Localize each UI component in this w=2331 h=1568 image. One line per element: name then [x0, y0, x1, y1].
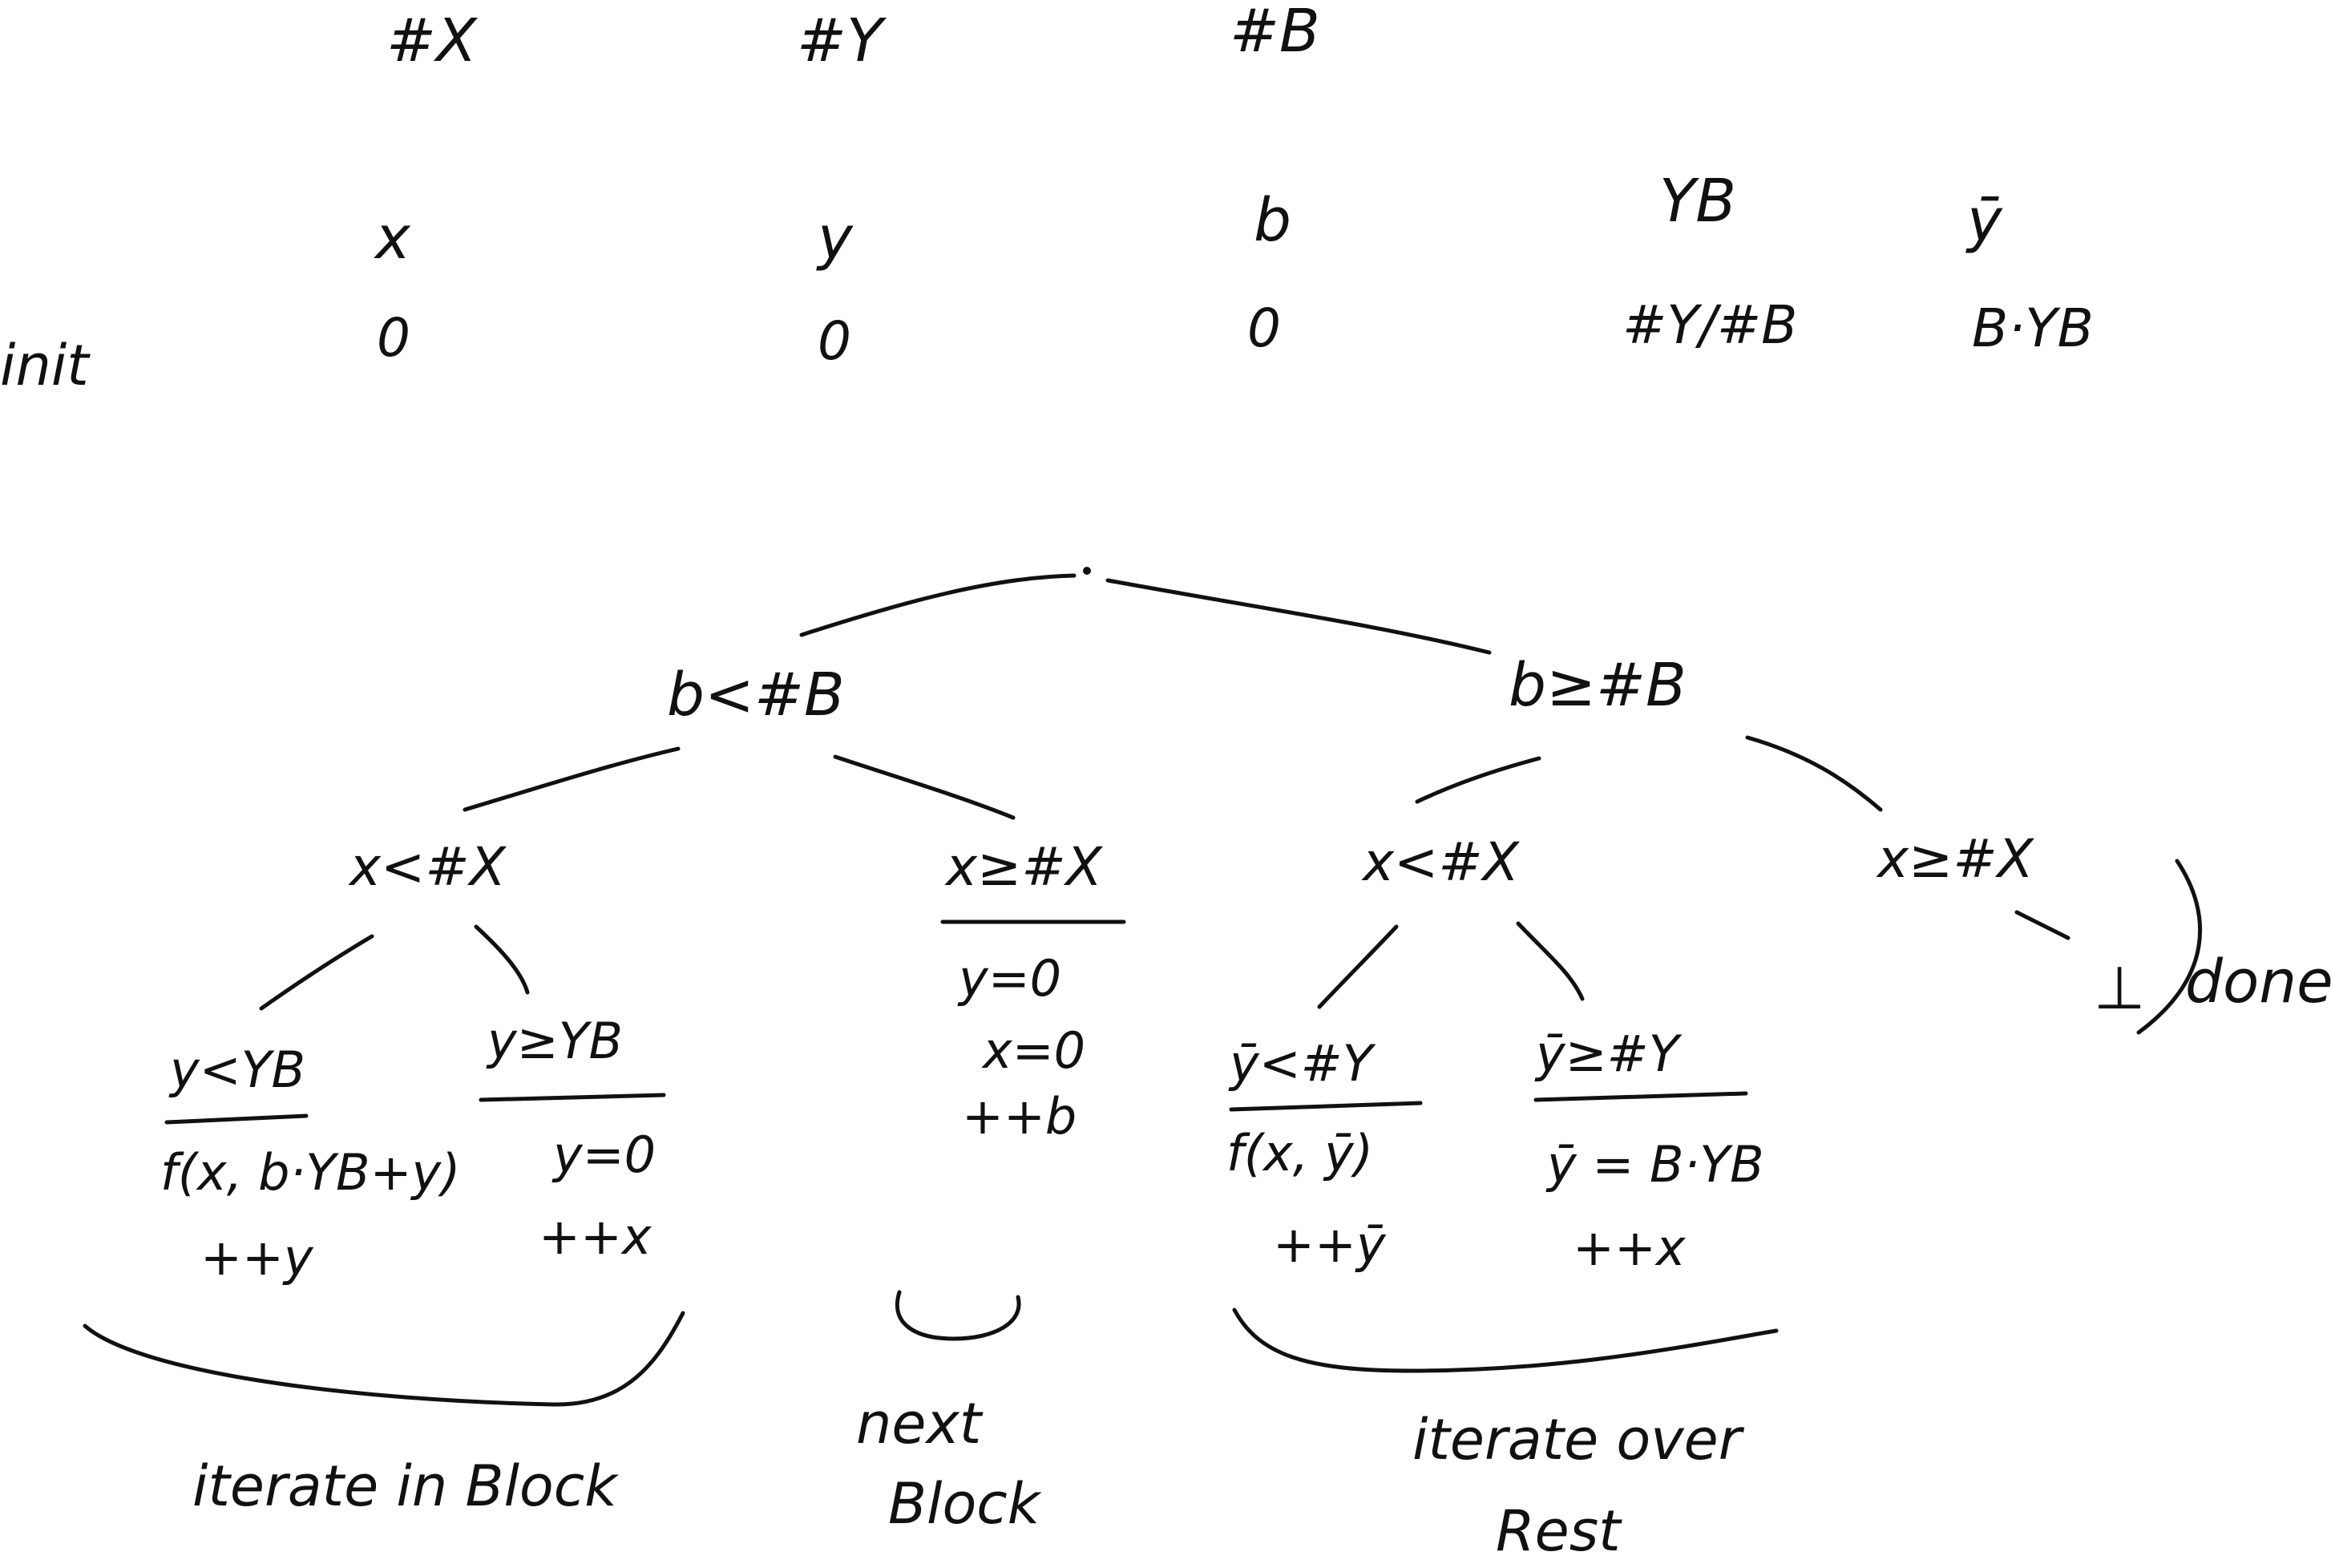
action-reset-y: y=0	[551, 1125, 656, 1184]
action-increment-b: ++b	[962, 1087, 1077, 1146]
action-next-reset-x: x=0	[981, 1021, 1085, 1080]
action-increment-x-right: ++x	[1573, 1218, 1687, 1277]
brace-iterate-over-rest	[1232, 1307, 1779, 1373]
init-y-value: 0	[818, 310, 851, 372]
init-b-value: 0	[1247, 297, 1281, 359]
edge-right-xlt-ybarge	[1516, 921, 1585, 1001]
cond-y-ge-yb: y≥YB	[486, 1012, 623, 1070]
edge-right-xlt-ybarlt	[1317, 924, 1399, 1009]
init-x-value: 0	[377, 307, 410, 369]
done-bracket	[2136, 859, 2203, 1035]
action-increment-ybar: ++ȳ	[1273, 1215, 1387, 1274]
var-ybar-name: ȳ	[1965, 186, 2003, 255]
cond-b-ge-blocks: b≥#B	[1509, 651, 1687, 720]
init-label: init	[0, 333, 91, 398]
edge-xlt-ylt	[259, 934, 374, 1011]
annotation-iterate-over: iterate over	[1412, 1407, 1745, 1473]
cond-right-x-lt: x<#X	[1361, 831, 1521, 893]
underline-ybar-lt	[1229, 1101, 1423, 1112]
annotation-block: Block	[888, 1471, 1042, 1537]
underline-ybar-ge	[1533, 1091, 1748, 1102]
edge-xlt-yge	[474, 924, 530, 995]
count-x-label: #X	[386, 6, 479, 75]
action-reset-ybar: ȳ = B·YB	[1545, 1135, 1764, 1194]
var-b-name: b	[1254, 186, 1291, 255]
brace-iterate-in-block	[83, 1311, 685, 1407]
brace-next-block	[895, 1290, 1021, 1341]
init-ybar-value: B·YB	[1972, 297, 2094, 359]
edge-left-xlt	[463, 746, 681, 812]
cond-ybar-ge-count-y: ȳ≥#Y	[1534, 1024, 1683, 1083]
cond-y-lt-yb: y<YB	[168, 1041, 305, 1099]
edge-root-left	[799, 573, 1077, 637]
edge-right-xge	[1745, 735, 1883, 812]
count-b-label: #B	[1230, 0, 1320, 66]
var-y-name: y	[816, 204, 854, 273]
action-increment-y: ++y	[200, 1228, 314, 1287]
annotation-rest: Rest	[1496, 1498, 1622, 1564]
annotation-iterate-in-block: iterate in Block	[192, 1453, 619, 1519]
terminal-bottom-symbol: ⊥	[2094, 954, 2145, 1023]
cond-ybar-lt-count-y: ȳ<#Y	[1228, 1034, 1376, 1093]
underline-y-ge-yb	[479, 1093, 666, 1102]
cond-left-x-ge: x≥#X	[944, 836, 1104, 898]
edge-root-right	[1105, 578, 1492, 655]
edge-right-xge-terminal	[2014, 910, 2070, 940]
action-increment-x-left: ++x	[539, 1207, 652, 1266]
action-call-f-rest: f(x, ȳ)	[1226, 1124, 1373, 1182]
count-y-label: #Y	[797, 6, 887, 75]
annotation-next: next	[856, 1391, 984, 1457]
action-call-f-block: f(x, b·YB+y)	[160, 1143, 460, 1202]
action-next-reset-y: y=0	[957, 949, 1061, 1008]
cond-b-lt-blocks: b<#B	[667, 661, 845, 729]
init-yb-value: #Y/#B	[1622, 294, 1797, 356]
edge-left-xge	[833, 754, 1016, 820]
var-x-name: x	[374, 204, 411, 273]
tree-root-node	[1083, 567, 1091, 575]
cond-right-x-ge: x≥#X	[1876, 828, 2035, 890]
cond-left-x-lt: x<#X	[348, 836, 507, 898]
var-yb-name: YB	[1659, 167, 1736, 236]
edge-right-xlt	[1415, 756, 1541, 804]
underline-y-lt-yb	[164, 1113, 309, 1125]
done-label: done	[2185, 948, 2331, 1016]
